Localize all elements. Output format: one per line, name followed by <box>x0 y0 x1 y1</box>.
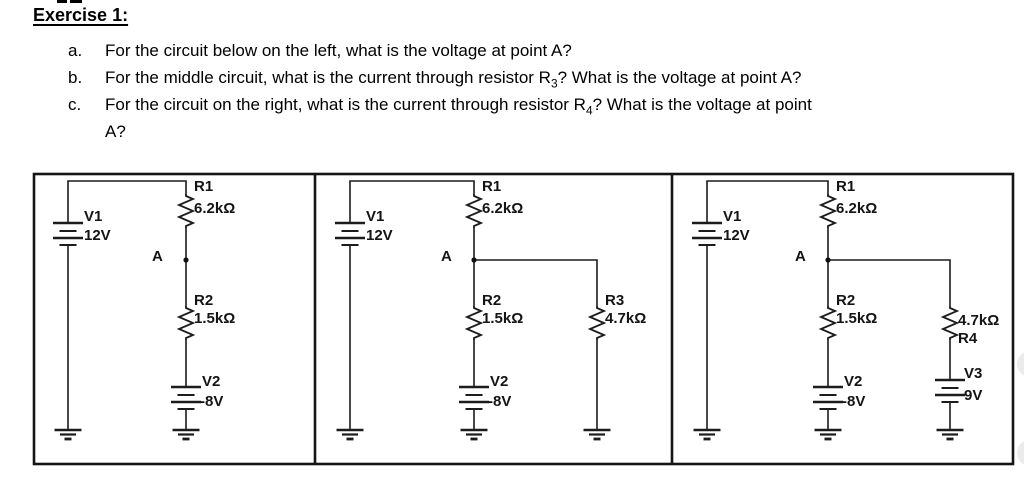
ground-symbol <box>459 428 489 441</box>
right-r1-value: 6.2kΩ <box>836 200 877 217</box>
right-r1-name: R1 <box>836 178 855 195</box>
node-a-dot <box>471 257 477 263</box>
mid-r1-name: R1 <box>482 178 501 195</box>
left-v2-value: -8V <box>200 393 223 410</box>
resistor-r3-symbol <box>589 305 605 341</box>
battery-v3-symbol <box>933 378 967 404</box>
left-r1-value: 6.2kΩ <box>194 200 235 217</box>
resistor-r2-symbol <box>178 305 194 341</box>
question-b-sub: 3 <box>550 76 558 91</box>
resistor-r4-symbol <box>942 305 958 341</box>
right-v3-value: 9V <box>964 387 982 404</box>
question-a: a. For the circuit below on the left, wh… <box>68 37 1020 64</box>
left-node-a-label: A <box>152 248 163 265</box>
left-v2-name: V2 <box>202 373 220 390</box>
wires <box>67 180 187 430</box>
battery-v1-symbol <box>51 221 85 247</box>
mid-v1-name: V1 <box>366 208 384 225</box>
question-a-pre: For the circuit below on the left, what … <box>105 41 572 60</box>
question-b-pre: For the middle circuit, what is the curr… <box>105 68 551 87</box>
left-r2-name: R2 <box>194 292 213 309</box>
left-v1-value: 12V <box>84 227 111 244</box>
circuit-left: V1 12V R1 6.2kΩ A R2 1.5kΩ V2 -8V <box>51 178 235 441</box>
question-b-text: For the middle circuit, what is the curr… <box>105 64 1017 91</box>
right-r4-value: 4.7kΩ <box>958 312 999 329</box>
resistor-r1-symbol <box>178 193 194 229</box>
mid-r2-name: R2 <box>482 292 501 309</box>
question-c: c. For the circuit on the right, what is… <box>68 91 1020 145</box>
resistor-r1-symbol <box>466 193 482 229</box>
resistor-r1-symbol <box>820 193 836 229</box>
scroll-bump-artifact <box>1017 441 1024 465</box>
crop-artifact <box>70 0 82 3</box>
exercise-title: Exercise 1: <box>33 5 129 25</box>
wires <box>706 180 951 430</box>
question-c-sub: 4 <box>585 103 593 118</box>
mid-r3-name: R3 <box>605 292 624 309</box>
mid-v2-value: -8V <box>488 393 511 410</box>
resistor-r2-symbol <box>820 305 836 341</box>
ground-symbol <box>582 428 612 441</box>
battery-v2-symbol <box>169 385 203 411</box>
ground-symbol <box>935 428 965 441</box>
right-v3-name: V3 <box>964 365 982 382</box>
node-a-dot <box>183 257 189 263</box>
right-r2-value: 1.5kΩ <box>836 310 877 327</box>
right-r4-name: R4 <box>958 330 978 347</box>
circuit-right: V1 12V R1 6.2kΩ A R2 1.5kΩ 4.7kΩ R4 V2 -… <box>690 178 999 441</box>
ground-symbol <box>813 428 843 441</box>
question-c-post: ? What is the voltage at point <box>592 95 812 114</box>
question-a-label: a. <box>68 41 83 60</box>
ground-symbol <box>171 428 201 441</box>
right-v2-name: V2 <box>844 373 862 390</box>
node-a-dot <box>825 257 831 263</box>
question-c-label: c. <box>68 95 82 114</box>
scroll-bump-artifact <box>1017 352 1024 376</box>
circuit-middle: V1 12V R1 6.2kΩ A R2 1.5kΩ R3 4.7kΩ V2 -… <box>333 178 646 441</box>
left-r1-name: R1 <box>194 178 213 195</box>
right-v1-name: V1 <box>723 208 741 225</box>
question-c-pre: For the circuit on the right, what is th… <box>105 95 586 114</box>
question-b: b. For the middle circuit, what is the c… <box>68 64 1020 91</box>
ground-symbol <box>53 428 83 441</box>
question-a-text: For the circuit below on the left, what … <box>105 37 1017 64</box>
mid-r1-value: 6.2kΩ <box>482 200 523 217</box>
right-r2-name: R2 <box>836 292 855 309</box>
ground-symbol <box>692 428 722 441</box>
question-c-line2: A? <box>105 122 126 141</box>
mid-v1-value: 12V <box>366 227 393 244</box>
battery-v2-symbol <box>457 385 491 411</box>
right-v2-value: -8V <box>842 393 865 410</box>
wires <box>349 180 598 430</box>
question-b-label: b. <box>68 68 83 87</box>
mid-v2-name: V2 <box>490 373 508 390</box>
ground-symbol <box>335 428 365 441</box>
crop-artifact <box>57 0 67 3</box>
mid-node-a-label: A <box>441 248 452 265</box>
mid-r3-value: 4.7kΩ <box>605 310 646 327</box>
figure-frame <box>32 172 1015 466</box>
question-c-text: For the circuit on the right, what is th… <box>105 91 1017 145</box>
right-node-a-label: A <box>795 248 806 265</box>
question-list: a. For the circuit below on the left, wh… <box>68 37 1020 145</box>
battery-v1-symbol <box>333 221 367 247</box>
left-v1-name: V1 <box>84 208 102 225</box>
resistor-r2-symbol <box>466 305 482 341</box>
battery-v1-symbol <box>690 221 724 247</box>
left-r2-value: 1.5kΩ <box>194 310 235 327</box>
right-v1-value: 12V <box>723 227 750 244</box>
mid-r2-value: 1.5kΩ <box>482 310 523 327</box>
battery-v2-symbol <box>811 385 845 411</box>
question-b-post: ? What is the voltage at point A? <box>557 68 802 87</box>
